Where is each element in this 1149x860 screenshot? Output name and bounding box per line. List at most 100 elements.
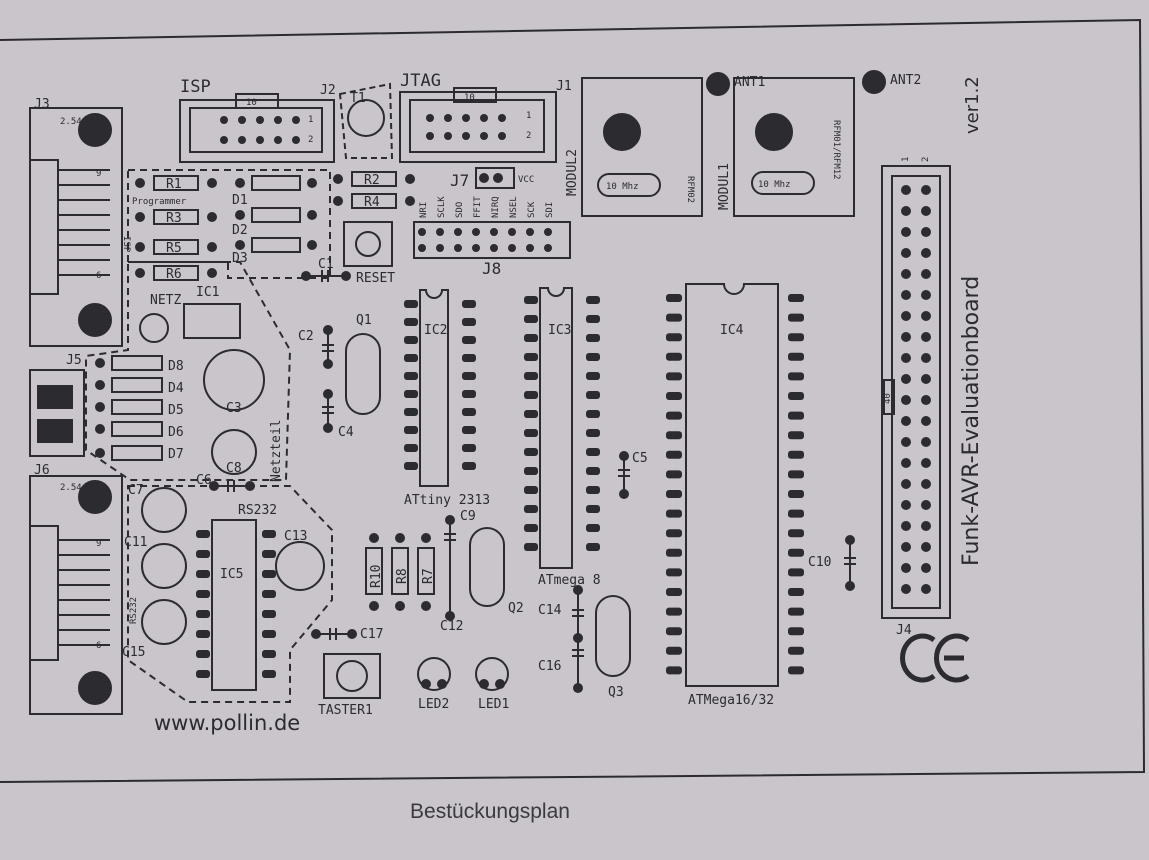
- taster1-button: [323, 653, 381, 699]
- rfm01-label: RFM01/RFM12: [831, 120, 841, 180]
- atmega16-label: ATMega16/32: [688, 693, 774, 708]
- c13-label: C13: [284, 529, 307, 544]
- j8-pin-label: NSEL: [509, 196, 519, 218]
- j4-header: [881, 165, 951, 619]
- isp-pin10: 10: [246, 98, 257, 108]
- d5-label: D5: [168, 403, 184, 418]
- jtag-header: [399, 87, 557, 163]
- d3-label: D3: [232, 251, 248, 266]
- ic3-atmega8: [539, 287, 573, 569]
- j6-label: J6: [34, 463, 50, 478]
- rs232-label: RS232: [238, 503, 277, 518]
- led2-label: LED2: [418, 697, 449, 712]
- j4-pin40: 40: [883, 393, 893, 404]
- ic4-label: IC4: [720, 323, 744, 338]
- c15-label: C15: [122, 645, 145, 660]
- j8-pin-label: NRI: [419, 202, 429, 218]
- jtag-pin1: 1: [526, 111, 531, 121]
- j5-label: J5: [66, 353, 82, 368]
- modul2-rfm02: [581, 77, 703, 217]
- j8-pin-label: SDO: [455, 202, 465, 218]
- q2-label: Q2: [508, 601, 524, 616]
- r1-label: R1: [166, 177, 182, 192]
- atmega8-label: ATmega 8: [538, 573, 601, 588]
- j4-pin2: 2: [921, 157, 931, 162]
- j8-pin-label: SCK: [527, 201, 537, 218]
- modul1-freq: 10 Mhz: [758, 180, 791, 190]
- ant1-pad: [706, 72, 730, 96]
- pin-pads: [95, 114, 931, 693]
- isp-pin2: 2: [308, 135, 313, 145]
- j3-pin6: 6: [96, 271, 101, 281]
- j8-pin-label: SCLK: [437, 196, 447, 218]
- ic1-label: IC1: [196, 285, 219, 300]
- taster-label: TASTER1: [318, 703, 373, 718]
- electrolytic-capacitors: [141, 349, 325, 645]
- netz-led: [139, 313, 169, 343]
- c3-label: C3: [226, 401, 242, 416]
- modul2-label: MODUL2: [565, 149, 580, 196]
- q3-label: Q3: [608, 685, 624, 700]
- j3-pitch: 2.54: [60, 117, 82, 127]
- c10-label: C10: [808, 555, 831, 570]
- j6-connector: [29, 475, 123, 715]
- j1-label: J1: [556, 79, 572, 94]
- ant2-pad: [862, 70, 886, 94]
- c12-label: C12: [440, 619, 463, 634]
- j5-power-jack: [29, 369, 85, 457]
- t1-outline: [338, 82, 394, 159]
- modul1-rfm01: [733, 77, 855, 217]
- c6-label: C6: [196, 473, 212, 488]
- j8-pin-label: FFIT: [473, 196, 483, 218]
- ic5-max232: [211, 519, 257, 691]
- j6-pin9: 9: [96, 539, 101, 549]
- j7-jumper: [475, 167, 515, 189]
- r3-label: R3: [166, 211, 182, 226]
- ic4-atmega16: [685, 283, 779, 687]
- jtag-pin10: 10: [464, 93, 475, 103]
- j6-pin6: 6: [96, 641, 101, 651]
- r8-label: R8: [395, 568, 410, 584]
- modul2-freq: 10 Mhz: [606, 182, 639, 192]
- board-title: Funk-AVR-Evaluationboard: [959, 276, 984, 566]
- rs232-area: [127, 485, 333, 703]
- isp-label: ISP: [180, 77, 211, 97]
- j8-pin-label: NIRQ: [491, 196, 501, 218]
- modul1-label: MODUL1: [717, 163, 732, 210]
- led1-label: LED1: [478, 697, 509, 712]
- r6-label: R6: [166, 267, 182, 282]
- vcc-label: VCC: [518, 175, 534, 185]
- reset-button: [343, 221, 393, 267]
- j4-pin1: 1: [901, 157, 911, 162]
- crystals: [345, 333, 631, 677]
- reset-label: RESET: [356, 271, 395, 286]
- d7-label: D7: [168, 447, 184, 462]
- jtag-pin2: 2: [526, 131, 531, 141]
- r10-label: R10: [369, 565, 384, 588]
- j8-header: [413, 221, 571, 259]
- j6-pitch: 2.54: [60, 483, 82, 493]
- diodes: [111, 175, 301, 461]
- r7-label: R7: [421, 568, 436, 584]
- isp-side-label: ISP: [121, 236, 131, 253]
- resistors: [153, 171, 435, 595]
- c1-label: C1: [318, 257, 334, 272]
- j4-label: J4: [896, 623, 912, 638]
- d1-label: D1: [232, 193, 248, 208]
- q1-label: Q1: [356, 313, 372, 328]
- rs232-side-label: RS232: [129, 597, 139, 624]
- j3-connector: [29, 107, 123, 347]
- t1-label: T1: [350, 91, 366, 106]
- ic5-label: IC5: [220, 567, 243, 582]
- netz-label: NETZ: [150, 293, 181, 308]
- c8-label: C8: [226, 461, 242, 476]
- c5-label: C5: [632, 451, 648, 466]
- d2-label: D2: [232, 223, 248, 238]
- c14-label: C14: [538, 603, 562, 618]
- programmer-label: Programmer: [132, 197, 187, 207]
- c9-label: C9: [460, 509, 476, 524]
- jtag-label: JTAG: [400, 71, 441, 91]
- j2-label: J2: [320, 83, 336, 98]
- j3-pin9: 9: [96, 169, 101, 179]
